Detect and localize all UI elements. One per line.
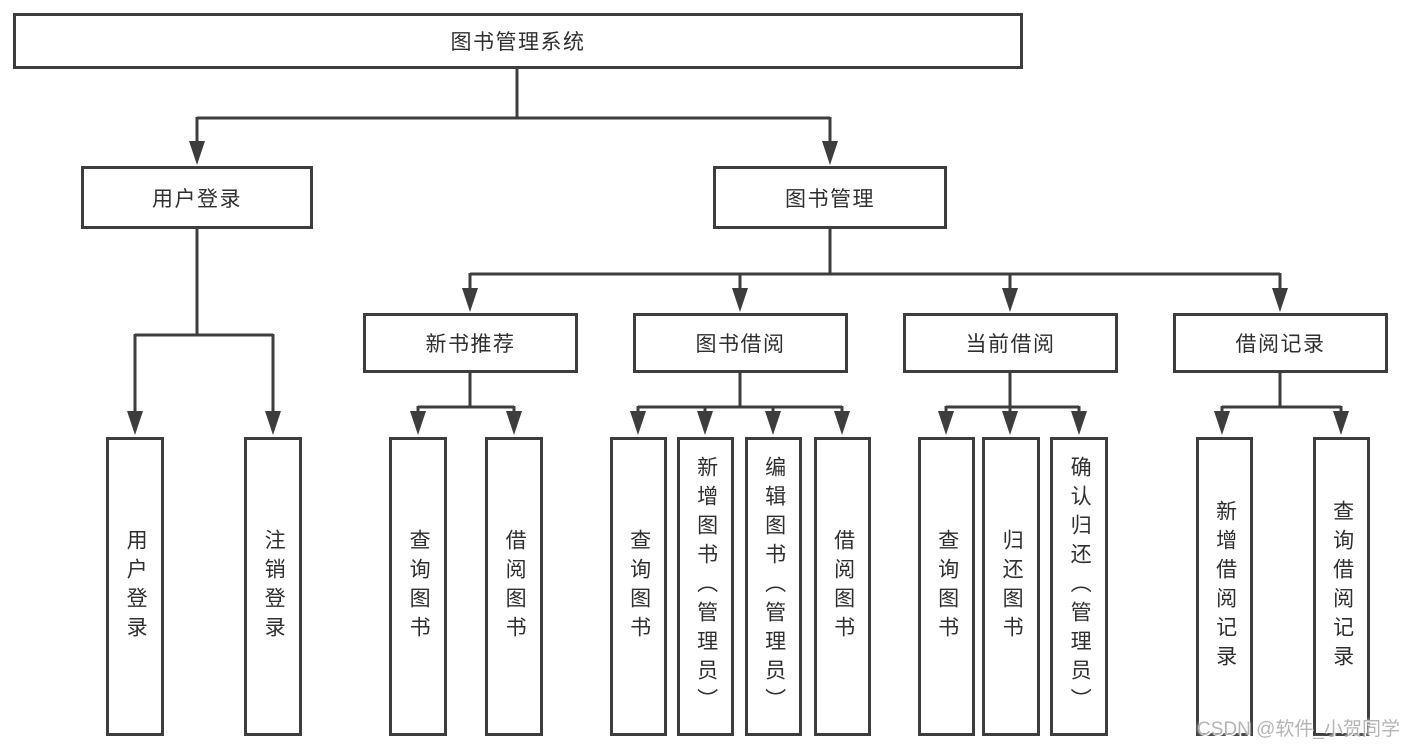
node-leaf-add-books-admin: 新增图书（管理员）: [677, 437, 734, 736]
node-label: 图书管理系统: [450, 31, 586, 54]
node-leaf-logout: 注销登录: [244, 437, 302, 736]
node-label: 查询图书: [935, 528, 959, 645]
node-user-login: 用户登录: [81, 166, 313, 229]
node-label: 查询借阅记录: [1330, 499, 1354, 674]
node-label: 图书管理: [785, 187, 875, 211]
node-label: 注销登录: [262, 528, 286, 645]
node-leaf-query-books-recommend: 查询图书: [389, 437, 447, 736]
node-label: 新书推荐: [425, 333, 516, 356]
node-leaf-confirm-return-admin: 确认归还（管理员）: [1050, 437, 1108, 736]
node-book-borrowing: 图书借阅: [633, 313, 848, 373]
arrowheads: [127, 141, 1349, 435]
node-leaf-borrow-books-recommend: 借阅图书: [485, 437, 543, 736]
node-label: 借阅图书: [503, 528, 527, 645]
node-leaf-query-books-current: 查询图书: [918, 437, 975, 736]
node-label: 新增借阅记录: [1213, 499, 1237, 674]
node-leaf-return-books: 归还图书: [982, 437, 1040, 736]
node-leaf-edit-books-admin: 编辑图书（管理员）: [745, 437, 802, 736]
node-label: 查询图书: [407, 528, 431, 645]
node-leaf-user-login: 用户登录: [106, 437, 164, 736]
node-leaf-borrow-books-borrowing: 借阅图书: [814, 437, 871, 736]
node-leaf-add-borrow-record: 新增借阅记录: [1196, 437, 1253, 736]
node-label: 图书借阅: [695, 333, 786, 356]
node-label: 借阅图书: [831, 528, 855, 645]
node-label: 查询图书: [627, 528, 651, 645]
node-borrowing-records: 借阅记录: [1173, 313, 1388, 373]
csdn-watermark: CSDN @软件_小贺同学: [1197, 719, 1400, 740]
node-library-system: 图书管理系统: [13, 13, 1023, 69]
node-label: 用户登录: [152, 187, 242, 211]
node-leaf-query-borrow-record: 查询借阅记录: [1313, 437, 1370, 736]
node-label: 借阅记录: [1235, 333, 1326, 356]
node-label: 确认归还（管理员）: [1068, 456, 1092, 717]
node-new-book-recommend: 新书推荐: [363, 313, 578, 373]
node-label: 当前借阅: [965, 333, 1056, 356]
node-book-management: 图书管理: [713, 166, 947, 229]
node-label: 编辑图书（管理员）: [762, 456, 786, 717]
node-leaf-query-books-borrowing: 查询图书: [610, 437, 667, 736]
node-label: 新增图书（管理员）: [694, 456, 718, 717]
node-label: 用户登录: [124, 528, 148, 645]
node-label: 归还图书: [1000, 528, 1024, 645]
node-current-borrowing: 当前借阅: [903, 313, 1118, 373]
